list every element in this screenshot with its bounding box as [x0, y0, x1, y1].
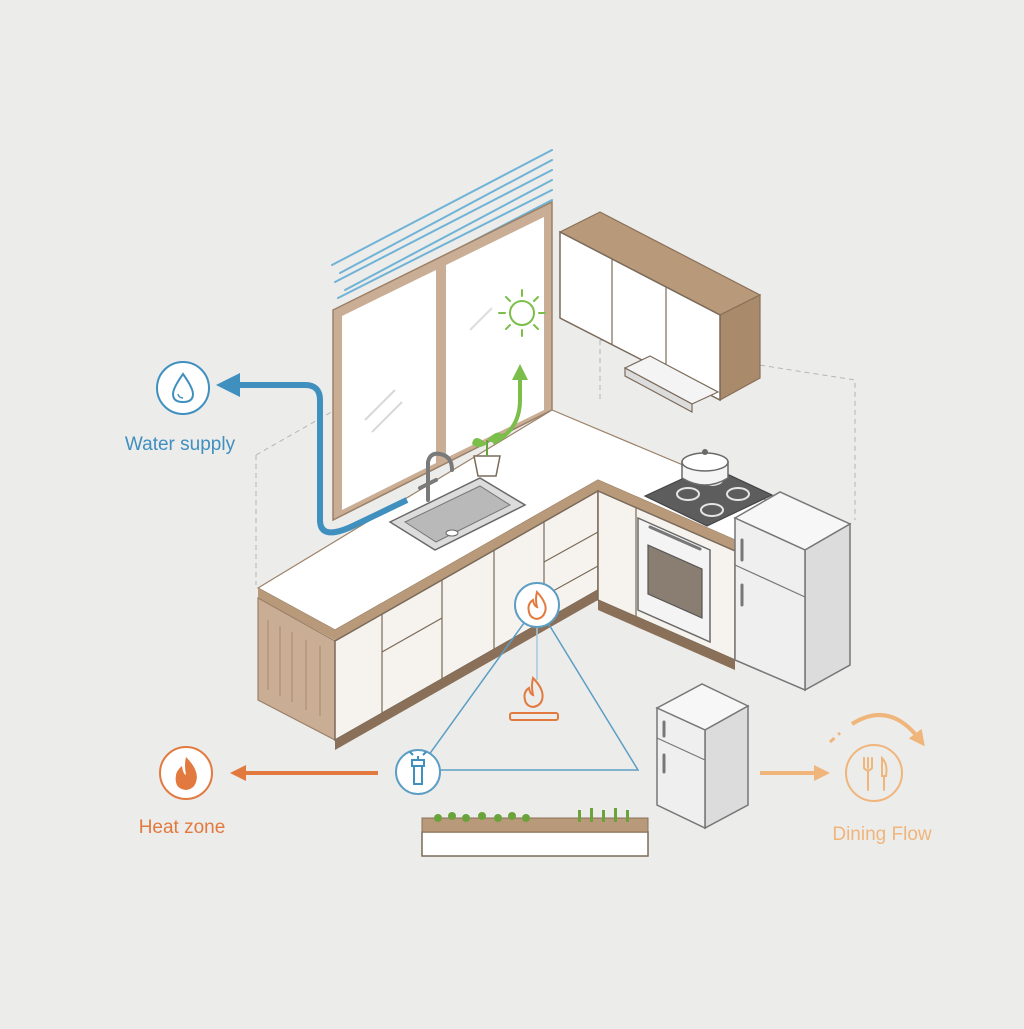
oven: [637, 516, 711, 644]
work-triangle: [416, 603, 640, 771]
water-drop-icon: [171, 372, 195, 404]
triangle-node-sink: [395, 749, 441, 795]
upper-cabinet: [558, 211, 762, 402]
countertop: [256, 409, 792, 641]
natural-light-callout: [492, 289, 546, 445]
refrigerator-small: [655, 683, 750, 830]
dining-cycle-arrow: [850, 713, 925, 747]
heat-source-icon: [509, 676, 559, 721]
herb-planter: [421, 808, 649, 857]
water-flow-arrow-out: [216, 373, 409, 536]
heat-zone-callout: Heat zone: [139, 746, 378, 838]
range-hood: [623, 355, 720, 414]
dining-flow-callout: Dining Flow: [760, 713, 932, 845]
sink: [388, 451, 527, 551]
triangle-node-stove: [514, 582, 560, 628]
fork-knife-icon: [863, 755, 888, 791]
pot: [681, 449, 729, 486]
cooktop: [643, 449, 774, 527]
flame-icon: [527, 590, 547, 621]
water-supply-label: Water supply: [125, 434, 236, 455]
water-supply-callout: Water supply: [125, 361, 409, 536]
faucet-icon: [409, 751, 427, 785]
flame-icon: [175, 757, 197, 790]
sun-icon: [498, 289, 546, 337]
dining-flow-label: Dining Flow: [832, 824, 932, 845]
heat-zone-label: Heat zone: [139, 817, 226, 838]
refrigerator-large: [733, 491, 852, 692]
